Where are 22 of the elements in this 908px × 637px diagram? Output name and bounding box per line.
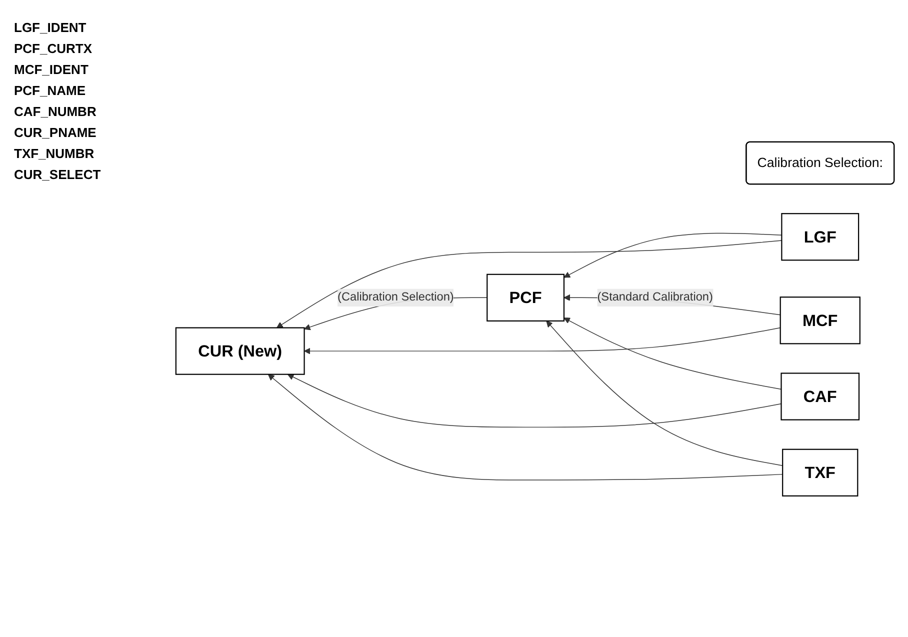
edge-label: (Calibration Selection) [338,290,454,304]
node-box: CUR (New) [175,326,305,374]
arrow [304,327,781,354]
arrow [564,317,782,390]
node-box: MCF [780,296,860,344]
arrow [287,374,782,428]
field-label: CUR_SELECT [14,167,102,182]
field-label: CAF_NUMBR [14,104,98,119]
node-box: TXF [782,448,858,496]
node-box: PCF [486,273,565,322]
field-label: CUR_PNAME [14,125,98,140]
field-label: PCF_CURTX [14,41,94,56]
field-label: MCF_IDENT [14,62,90,77]
field-label: TXF_NUMBR [14,146,96,161]
edge-label: (Standard Calibration) [597,290,713,304]
node-box: CAF [780,372,860,420]
field-label: LGF_IDENT [14,20,88,35]
node-box: LGF [781,212,860,260]
field-label: PCF_NAME [14,83,87,98]
arrow [564,232,782,278]
arrow [546,320,783,466]
arrow [268,374,783,480]
